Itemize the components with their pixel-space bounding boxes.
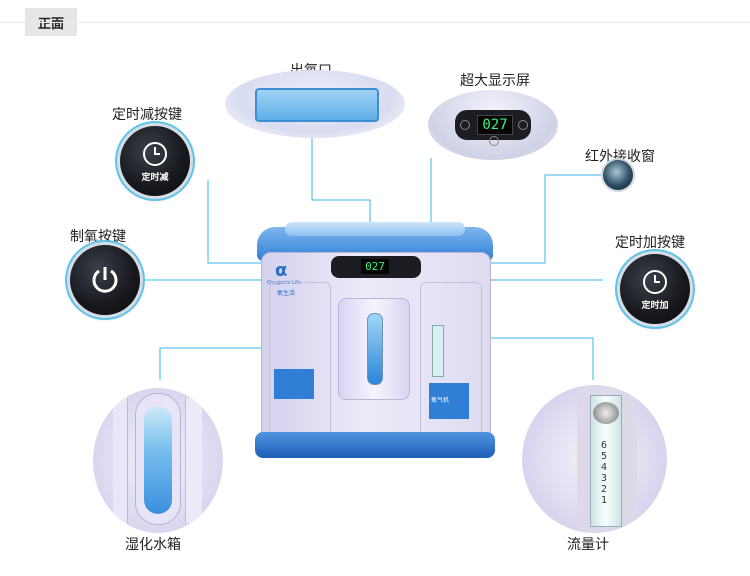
timer-minus-label: 定时减按键 xyxy=(112,107,182,123)
right-sticker xyxy=(429,383,469,419)
tank-rib-right xyxy=(185,398,202,523)
tank-window xyxy=(135,393,181,525)
tank-water xyxy=(144,406,172,514)
timer-minus-button[interactable]: 定时减 xyxy=(120,126,190,196)
flowmeter-knob[interactable] xyxy=(593,402,619,424)
tank-rib-left xyxy=(113,398,128,523)
scale-6: 6 xyxy=(601,440,608,451)
water-level xyxy=(367,313,383,385)
left-sticker xyxy=(274,369,314,399)
oxygen-button-label: 制氧按键 xyxy=(70,229,126,245)
flowmeter-closeup: 6 5 4 3 2 1 xyxy=(522,385,667,533)
display-closeup: 027 xyxy=(428,90,558,160)
right-panel: 氧气机 xyxy=(420,282,482,444)
timer-plus-button[interactable]: 定时加 xyxy=(620,254,690,324)
timer-minus-text: 定时减 xyxy=(141,172,169,183)
display-bottom-icon xyxy=(489,136,499,146)
display-right-icon xyxy=(518,120,528,130)
scale-3: 3 xyxy=(601,473,608,484)
divider xyxy=(0,22,750,23)
scale-4: 4 xyxy=(601,462,608,473)
oxygen-power-button[interactable] xyxy=(70,245,140,315)
clock-icon xyxy=(643,269,667,294)
scale-5: 5 xyxy=(601,451,608,462)
ir-window-label: 红外接收窗 xyxy=(585,149,655,165)
flowmeter-glass: 6 5 4 3 2 1 xyxy=(590,395,622,527)
oxygen-concentrator: 027 α Oxygenic Life 氧生活 氧气机 xyxy=(255,222,495,462)
display-left-icon xyxy=(460,120,470,130)
timer-plus-label: 定时加按键 xyxy=(615,235,685,251)
scale-2: 2 xyxy=(601,484,608,495)
brand-logo: α xyxy=(275,260,288,281)
device-base xyxy=(255,432,495,458)
humidifier-label: 湿化水箱 xyxy=(125,537,181,553)
left-panel xyxy=(269,282,331,444)
clock-icon xyxy=(143,141,167,166)
flowmeter-scale: 6 5 4 3 2 1 xyxy=(601,440,607,506)
device-readout: 027 xyxy=(361,259,389,274)
device-outlet xyxy=(285,222,465,236)
outlet-closeup xyxy=(225,70,405,138)
ir-window xyxy=(603,160,633,190)
brand-cn: 氧生活 xyxy=(277,290,296,297)
power-icon xyxy=(92,267,118,293)
brand-name: Oxygenic Life xyxy=(267,280,302,286)
display-label: 超大显示屏 xyxy=(460,73,530,89)
outlet-slot xyxy=(255,88,379,122)
water-tank xyxy=(338,298,410,400)
flowmeter-tube xyxy=(432,325,444,377)
display-readout: 027 xyxy=(477,115,513,135)
humidifier-closeup xyxy=(93,388,223,533)
front-label: 氧气机 xyxy=(431,397,450,404)
scale-1: 1 xyxy=(601,495,608,506)
flowmeter-label: 流量计 xyxy=(567,537,609,553)
timer-plus-text: 定时加 xyxy=(641,300,669,311)
